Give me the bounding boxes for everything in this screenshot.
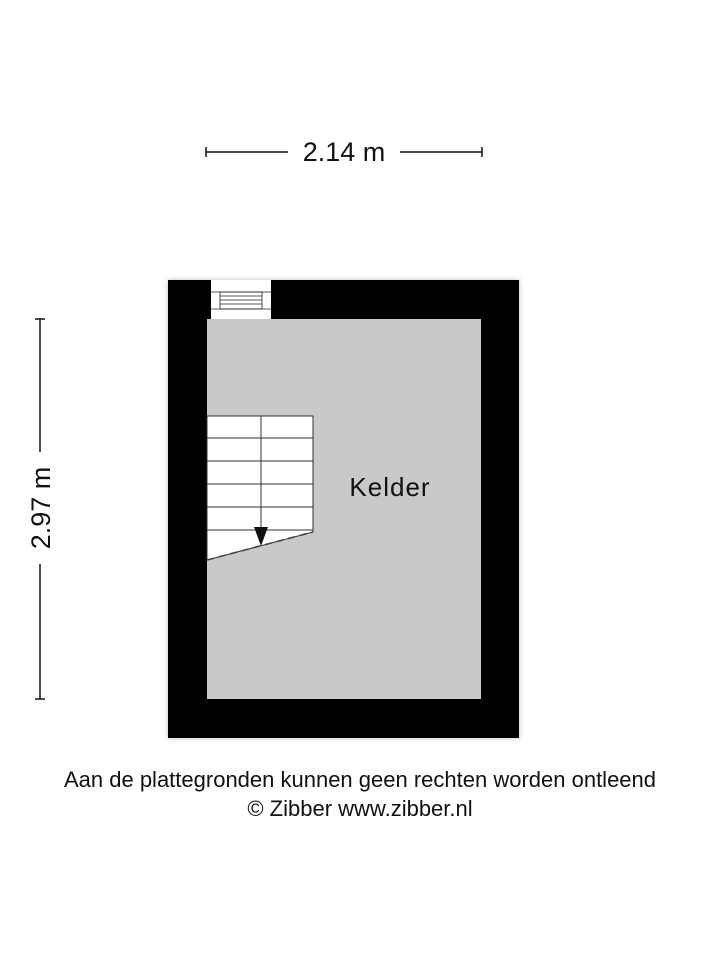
width-dimension-label: 2.14 m: [288, 134, 400, 170]
stair-direction-arrow-icon: [254, 527, 268, 546]
room-label-kelder: Kelder: [349, 472, 431, 502]
window: [211, 280, 271, 319]
disclaimer-text: Aan de plattegronden kunnen geen rechten…: [63, 767, 657, 792]
copyright-text: © Zibber www.zibber.nl: [247, 796, 473, 821]
stair: [206, 415, 314, 561]
height-dimension-label: 2.97 m: [23, 452, 59, 564]
